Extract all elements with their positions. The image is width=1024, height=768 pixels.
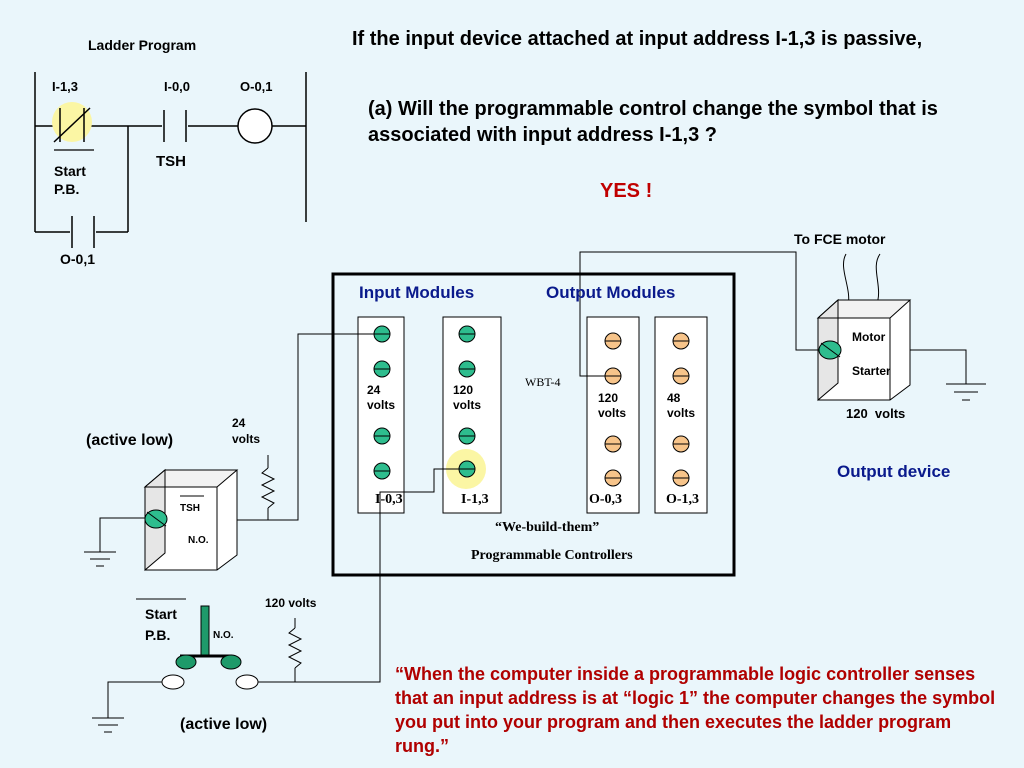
motor-label: Motor [852,330,886,344]
ladder-program [34,72,307,233]
ladder-start-pb-2: P.B. [54,181,80,197]
no-contact-icon [163,110,187,142]
addr-o13: O-1,3 [666,492,700,507]
output-device-label: Output device [837,462,951,481]
mod4-volts: volts [667,406,696,420]
tsh-no: N.O. [188,535,209,546]
answer-text: YES ! [600,180,653,202]
ladder-tsh-label: TSH [156,153,186,170]
ladder-addr-i00: I-0,0 [164,79,191,94]
tsh-terminal-icon [144,509,168,529]
output-modules-heading: Output Modules [546,283,676,302]
ladder-addr-i13: I-1,3 [52,79,79,94]
input-module-1 [357,316,405,514]
nc-contact-icon [53,107,91,143]
mod1-voltage: 24 [367,383,381,397]
ladder-start-pb-1: Start [54,163,86,179]
addr-o03: O-0,3 [589,492,623,507]
to-motor-label: To FCE motor [794,231,886,247]
start-pushbutton-icon [161,605,259,690]
tsh-volts: volts [232,432,261,446]
plc-enclosure [331,272,736,577]
ladder-title: Ladder Program [88,37,197,53]
pb-start-1: Start [145,606,177,622]
brand-name: Programmable Controllers [471,548,633,563]
mod4-voltage: 48 [667,391,681,405]
mod3-volts: volts [598,406,627,420]
tsh-voltage: 24 [232,416,246,430]
question-text: If the input device attached at input ad… [352,28,923,50]
mod1-volts: volts [367,398,396,412]
motor-starter-terminal-icon [818,340,842,360]
addr-i03: I-0,3 [375,492,403,507]
pb-no: N.O. [213,630,234,641]
input-modules-heading: Input Modules [359,283,475,302]
seal-in-contact-icon [71,216,95,248]
plc-quote: “When the computer inside a programmable… [395,664,996,756]
i13-highlight [52,102,92,142]
motor-voltage: 120 volts [846,406,906,421]
wbt-label: WBT-4 [525,375,561,389]
mod2-volts: volts [453,398,482,412]
starter-label: Starter [852,364,891,378]
pb-start-2: P.B. [145,627,171,643]
coil-icon [237,108,273,144]
mod3-voltage: 120 [598,391,619,405]
tsh-active-low: (active low) [86,432,174,449]
brand-slogan: “We-build-them” [495,520,600,535]
tsh-name: TSH [180,503,200,514]
question-part-a: (a) Will the programmable control change… [368,98,938,146]
addr-i13: I-1,3 [461,492,489,507]
mod2-voltage: 120 [453,383,474,397]
ladder-seal-in-label: O-0,1 [60,251,96,267]
output-terminals [604,332,690,487]
ladder-addr-o01: O-0,1 [240,79,273,94]
input-terminals [373,325,476,480]
pb-active-low: (active low) [180,716,268,733]
pb-voltage: 120 volts [265,596,317,610]
